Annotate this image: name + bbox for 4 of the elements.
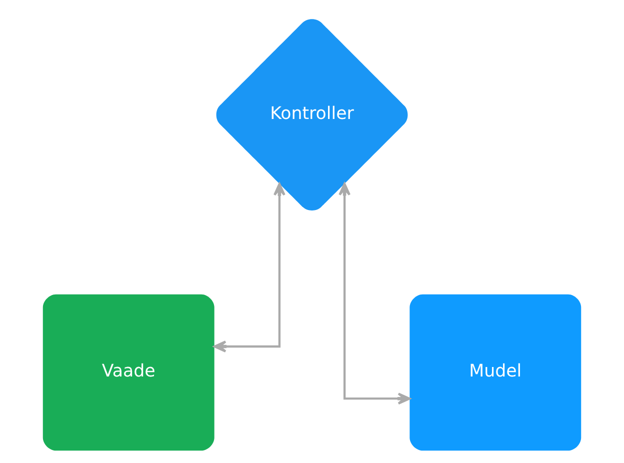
arrow <box>338 182 410 404</box>
arrow <box>214 182 286 352</box>
node-box: Vaade <box>42 294 214 450</box>
node-box: Mudel <box>410 294 582 450</box>
